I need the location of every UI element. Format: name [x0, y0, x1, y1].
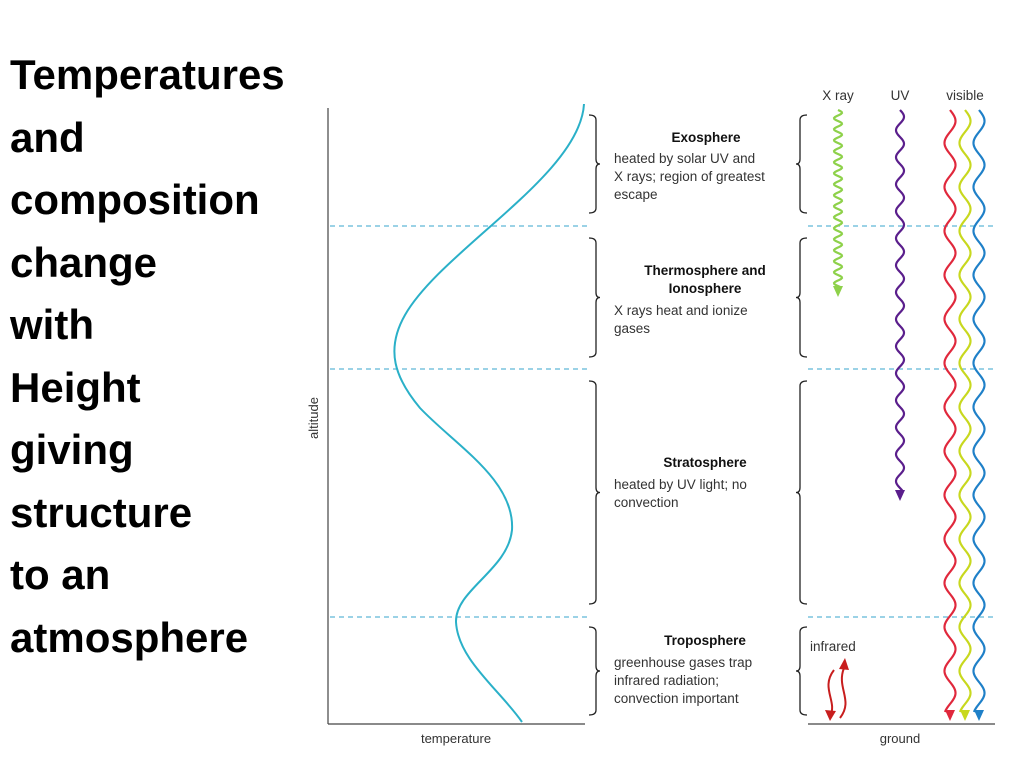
layer-desc: X rays heat and ionize: [614, 303, 748, 318]
uv-arrow: [894, 109, 906, 493]
layer-desc: convection: [614, 495, 679, 510]
layer-desc: escape: [614, 187, 658, 202]
layer-bracket: [588, 237, 601, 358]
title-line: giving: [10, 426, 134, 473]
layer-troposphere-label: Troposphere greenhouse gases trap infrar…: [614, 633, 752, 706]
title-line: Height: [10, 363, 141, 411]
temperature-profile-curve: [393, 103, 585, 723]
layer-desc: convection important: [614, 691, 739, 706]
layer-desc: gases: [614, 321, 650, 336]
visible-yellow-arrow-head: [960, 710, 970, 721]
x-axis-label: temperature: [421, 731, 491, 746]
layer-bracket: [795, 237, 808, 358]
visible-blue-arrow: [972, 109, 986, 713]
title-line: composition: [10, 176, 260, 223]
visible-blue-arrow-head: [974, 710, 984, 721]
layer-bracket: [795, 380, 808, 605]
layer-thermosphere-label: Thermosphere and Ionosphere X rays heat …: [614, 263, 766, 336]
layer-bracket: [795, 114, 808, 214]
visible-label: visible: [946, 88, 984, 103]
title-line: Temperatures: [10, 51, 285, 98]
layer-name: Stratosphere: [663, 455, 747, 470]
layer-stratosphere-label: Stratosphere heated by UV light; no conv…: [614, 455, 747, 510]
title-line: and: [10, 113, 85, 161]
visible-red-arrow-head: [945, 710, 955, 721]
xray-arrow-head: [833, 286, 843, 297]
layer-name: Ionosphere: [669, 281, 742, 296]
layer-desc: infrared radiation;: [614, 673, 719, 688]
y-axis-label: altitude: [306, 397, 321, 439]
uv-label: UV: [891, 88, 910, 103]
layer-exosphere-label: Exosphere heated by solar UV and X rays;…: [614, 130, 765, 202]
title-line: with: [10, 301, 94, 348]
xray-label: X ray: [822, 88, 854, 103]
layer-desc: greenhouse gases trap: [614, 655, 752, 670]
infrared-up-arrow: [839, 667, 847, 719]
layer-desc: heated by UV light; no: [614, 477, 747, 492]
visible-red-arrow: [943, 109, 957, 713]
layer-bracket: [795, 626, 808, 716]
page-title: Temperatures and composition change with…: [10, 44, 340, 669]
title-line: change: [10, 238, 158, 286]
infrared-label: infrared: [810, 639, 856, 654]
infrared-down-arrow-head: [825, 710, 836, 721]
uv-arrow-head: [895, 490, 905, 501]
layer-brackets-left: [588, 114, 601, 716]
layer-bracket: [588, 114, 601, 214]
layer-desc: heated by solar UV and: [614, 151, 755, 166]
layer-boundaries: [330, 225, 995, 618]
layer-name: Exosphere: [671, 130, 741, 145]
layer-bracket: [588, 626, 601, 716]
ground-label: ground: [880, 731, 920, 746]
layer-bracket: [588, 380, 601, 605]
layer-name: Thermosphere and: [644, 263, 766, 278]
infrared-down-arrow: [827, 669, 835, 717]
xray-arrow: [832, 109, 844, 289]
infrared-up-arrow-head: [839, 658, 849, 670]
title-line: to an: [10, 551, 111, 598]
layer-name: Troposphere: [664, 633, 746, 648]
layer-brackets-right: [795, 114, 808, 716]
visible-yellow-arrow: [958, 109, 972, 713]
layer-desc: X rays; region of greatest: [614, 169, 765, 184]
title-line: structure: [10, 488, 193, 536]
radiation-arrows: [825, 109, 986, 721]
title-line: atmosphere: [10, 613, 249, 661]
